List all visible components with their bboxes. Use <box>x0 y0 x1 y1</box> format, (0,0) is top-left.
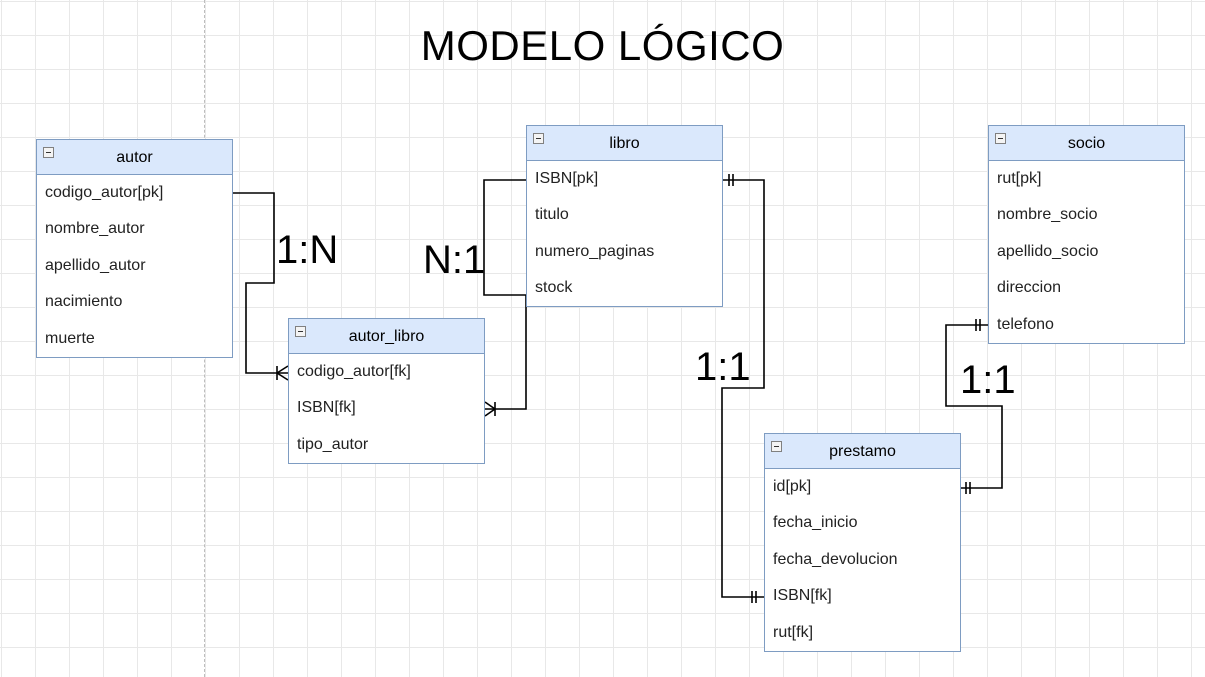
attribute-row[interactable]: stock <box>535 279 573 297</box>
entity-libro[interactable]: libro ISBN[pk] titulo numero_paginas sto… <box>526 125 723 307</box>
attribute-row[interactable]: ISBN[pk] <box>535 170 599 187</box>
entity-name: autor <box>116 149 153 166</box>
collapse-icon[interactable] <box>771 441 782 452</box>
entity-header[interactable]: prestamo <box>765 434 960 469</box>
attribute-row[interactable]: titulo <box>535 206 569 224</box>
attribute-row[interactable]: id[pk] <box>773 478 812 495</box>
attribute-row[interactable]: fecha_inicio <box>773 514 858 532</box>
entity-name: autor_libro <box>348 328 425 345</box>
attribute-row[interactable]: rut[fk] <box>773 623 814 641</box>
entity-header[interactable]: socio <box>989 126 1184 161</box>
attribute-row[interactable]: ISBN[fk] <box>773 587 832 605</box>
entity-autor[interactable]: autor codigo_autor[pk] nombre_autor apel… <box>36 139 233 358</box>
crow-foot-many-mandatory <box>484 401 496 417</box>
crow-foot-many-mandatory <box>276 365 289 381</box>
one-mandatory-marker <box>728 174 757 603</box>
entity-name: libro <box>609 135 640 152</box>
relationship-label-autor-autor-libro: 1:N <box>276 228 339 272</box>
attribute-row[interactable]: nombre_socio <box>997 206 1098 224</box>
attribute-row[interactable]: nombre_autor <box>45 220 145 238</box>
attribute-row[interactable]: apellido_socio <box>997 242 1099 260</box>
relationship-label-socio-prestamo: 1:1 <box>960 358 1016 402</box>
connector-libro-prestamo[interactable] <box>721 179 765 598</box>
entity-header[interactable]: autor_libro <box>289 319 484 354</box>
connector-autor-libro-libro[interactable] <box>483 179 527 410</box>
attribute-row[interactable]: direccion <box>997 279 1062 297</box>
attribute-row[interactable]: rut[pk] <box>997 170 1042 187</box>
entity-name: socio <box>1067 135 1106 152</box>
collapse-icon[interactable] <box>43 147 54 158</box>
collapse-icon[interactable] <box>995 133 1006 144</box>
attribute-row[interactable]: numero_paginas <box>535 242 655 260</box>
attribute-row[interactable]: ISBN[fk] <box>297 399 356 417</box>
attribute-row[interactable]: apellido_autor <box>45 256 146 274</box>
attribute-row[interactable]: telefono <box>997 315 1054 333</box>
entity-prestamo[interactable]: prestamo id[pk] fecha_inicio fecha_devol… <box>764 433 961 652</box>
collapse-icon[interactable] <box>533 133 544 144</box>
one-mandatory-marker <box>965 319 981 494</box>
diagram-title: MODELO LÓGICO <box>420 22 785 69</box>
attribute-row[interactable]: codigo_autor[pk] <box>45 184 164 201</box>
attribute-row[interactable]: nacimiento <box>45 293 123 311</box>
collapse-icon[interactable] <box>295 326 306 337</box>
attribute-row[interactable]: tipo_autor <box>297 435 369 453</box>
attribute-row[interactable]: codigo_autor[fk] <box>297 363 411 380</box>
connector-socio-prestamo[interactable] <box>945 324 1003 489</box>
relationship-label-autor-libro-libro: N:1 <box>423 238 486 282</box>
attribute-row[interactable]: muerte <box>45 329 95 347</box>
entity-header[interactable]: libro <box>527 126 722 161</box>
entity-socio[interactable]: socio rut[pk] nombre_socio apellido_soci… <box>988 125 1185 344</box>
entity-header[interactable]: autor <box>37 140 232 175</box>
attribute-row[interactable]: fecha_devolucion <box>773 550 898 568</box>
entity-name: prestamo <box>829 443 896 460</box>
entity-autor-libro[interactable]: autor_libro codigo_autor[fk] ISBN[fk] ti… <box>288 318 485 464</box>
relationship-label-libro-prestamo: 1:1 <box>695 345 751 389</box>
connector-autor-autor-libro[interactable] <box>232 192 289 374</box>
